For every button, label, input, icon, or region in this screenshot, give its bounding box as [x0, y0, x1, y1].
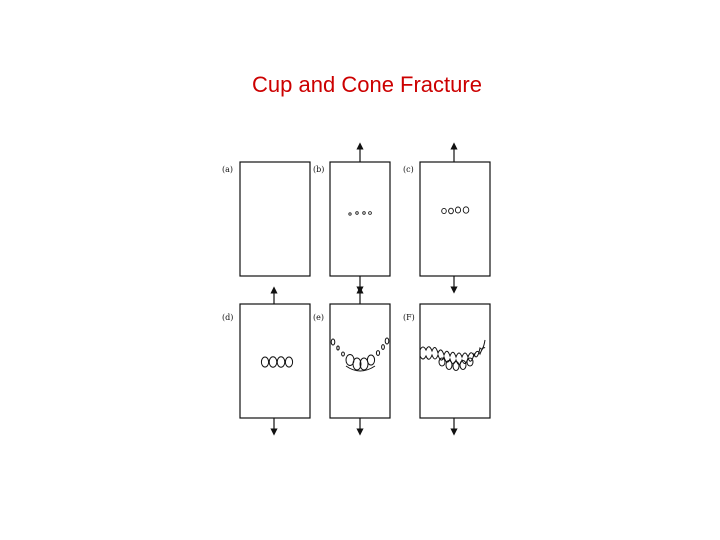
cup-cone-fracture-figure: (a) (b) (c) (d) — [222, 142, 491, 436]
voids-growth — [441, 206, 470, 215]
panel-label-b: (b) — [313, 165, 324, 174]
panel-b: (b) — [313, 142, 391, 294]
panel-label-e: (e) — [313, 313, 324, 322]
specimen-c — [419, 161, 491, 277]
panel-label-a: (a) — [222, 165, 233, 174]
panel-c: (c) — [403, 142, 491, 294]
panel-e: (e) — [313, 286, 391, 436]
panel-label-c: (c) — [403, 165, 414, 174]
final-fracture-surface — [419, 339, 486, 371]
specimen-d — [239, 303, 311, 419]
panel-f: (F) — [403, 303, 491, 436]
panel-d: (d) — [222, 286, 311, 436]
panel-label-f: (F) — [403, 313, 415, 322]
panel-a: (a) — [222, 161, 311, 277]
voids-coalescence — [260, 356, 294, 368]
specimen-b — [329, 161, 391, 277]
specimen-a — [239, 161, 311, 277]
voids-nucleation — [348, 211, 372, 216]
specimen-f — [419, 303, 491, 419]
panel-label-d: (d) — [222, 313, 233, 322]
crack-formation — [330, 337, 390, 372]
slide-title: Cup and Cone Fracture — [252, 72, 482, 97]
